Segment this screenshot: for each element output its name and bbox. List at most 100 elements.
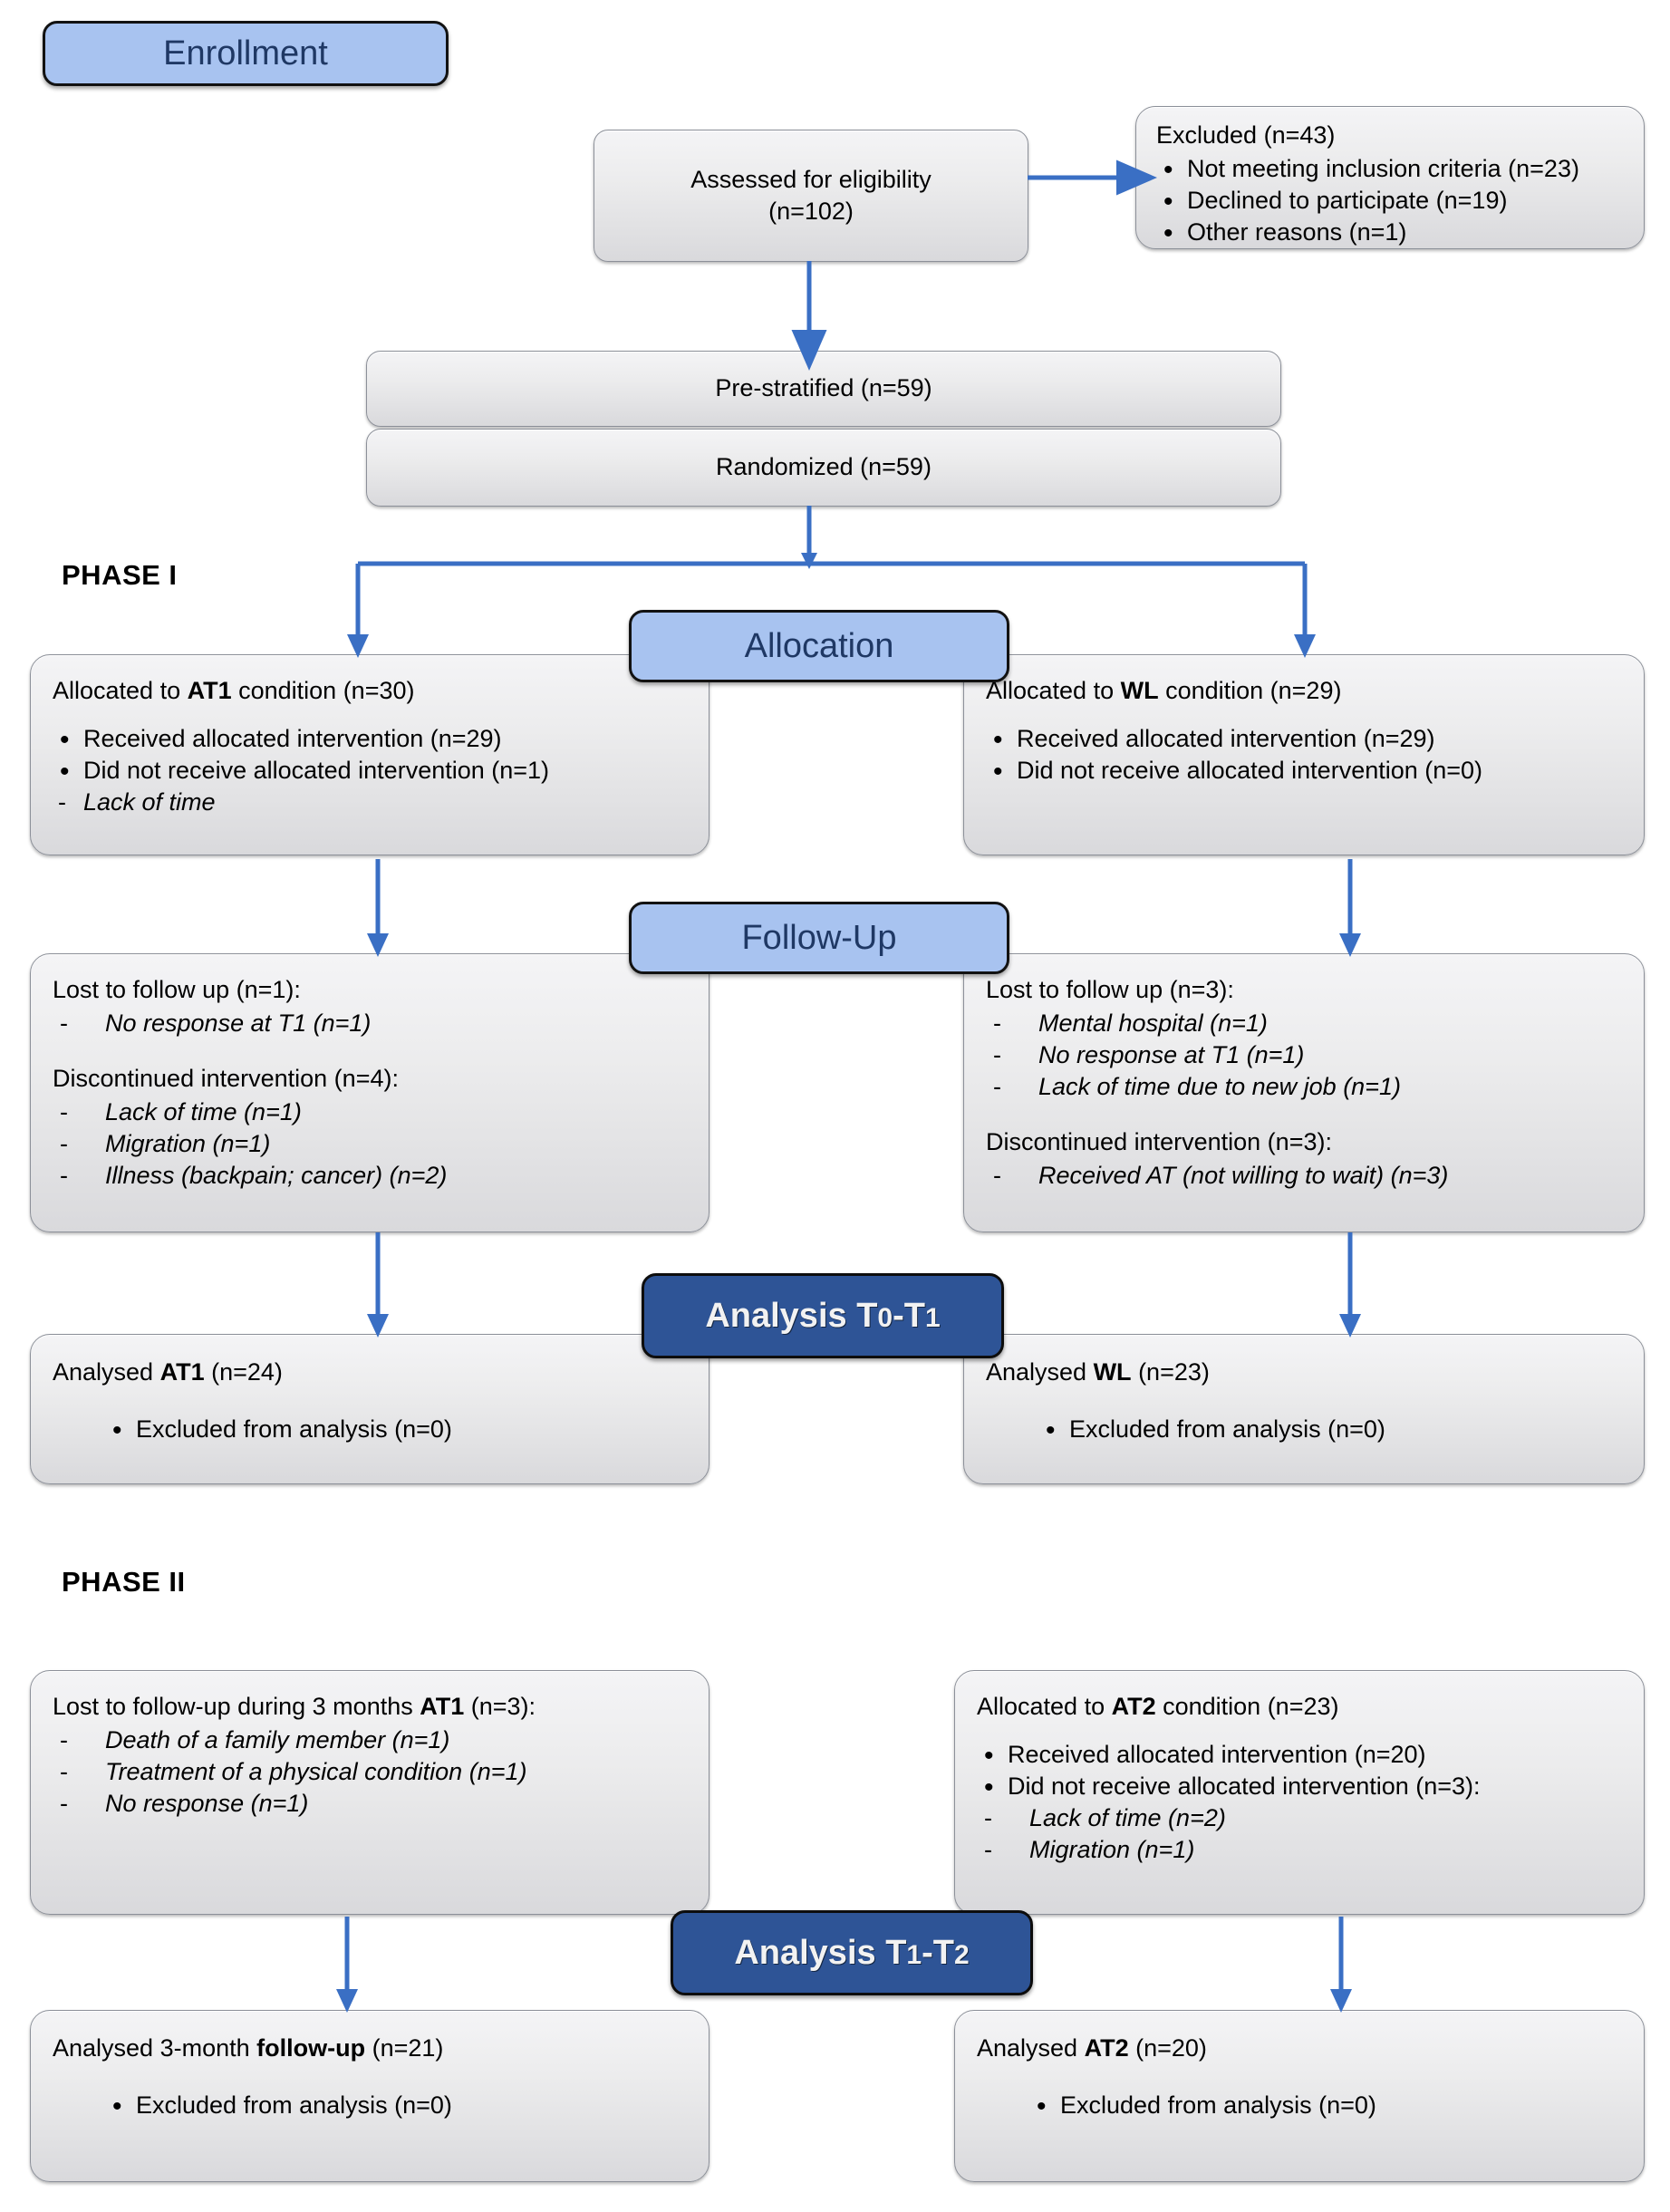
- pre-stratified-label: Pre-stratified (n=59): [715, 374, 932, 402]
- list-item: Mental hospital (n=1): [986, 1008, 1622, 1039]
- txt: condition (n=23): [1155, 1693, 1339, 1720]
- allocated-at1-dashes: Lack of time: [53, 787, 687, 818]
- banner-followup: Follow-Up: [629, 902, 1009, 974]
- followup-at1-disc-items: Lack of time (n=1) Migration (n=1) Illne…: [53, 1096, 687, 1192]
- node-analysed-wl: Analysed WL (n=23) Excluded from analysi…: [963, 1334, 1645, 1484]
- node-excluded: Excluded (n=43) Not meeting inclusion cr…: [1135, 106, 1645, 251]
- analysed-at2-bullets: Excluded from analysis (n=0): [977, 2089, 1622, 2124]
- excluded-list: Not meeting inclusion criteria (n=23) De…: [1156, 152, 1624, 251]
- txt: T: [856, 1296, 878, 1335]
- txt: (n=21): [365, 2034, 444, 2062]
- allocated-at1-header: Allocated to AT1 condition (n=30): [53, 675, 687, 707]
- allocated-at2-dashes: Lack of time (n=2) Migration (n=1): [977, 1802, 1622, 1866]
- list-item: Received AT (not willing to wait) (n=3): [986, 1160, 1622, 1192]
- txt: Analysed: [977, 2034, 1085, 2062]
- list-item: Migration (n=1): [977, 1834, 1622, 1866]
- txt-bold: WL: [1120, 677, 1159, 704]
- list-item: Excluded from analysis (n=0): [105, 2089, 687, 2124]
- txt: -T: [922, 1933, 954, 1972]
- txt: Analysed 3-month: [53, 2034, 257, 2062]
- txt: Analysis: [734, 1933, 876, 1972]
- list-item: Other reasons (n=1): [1156, 216, 1624, 251]
- list-item: Did not receive allocated intervention (…: [986, 754, 1622, 789]
- analysed-wl-bullets: Excluded from analysis (n=0): [986, 1413, 1622, 1448]
- txt: Analysed: [53, 1358, 160, 1386]
- txt-bold: AT1: [159, 1358, 205, 1386]
- list-item: Received allocated intervention (n=29): [53, 722, 687, 758]
- txt-bold: AT2: [1084, 2034, 1129, 2062]
- followup-wl-disc-items: Received AT (not willing to wait) (n=3): [986, 1160, 1622, 1192]
- txt-bold: AT1: [420, 1693, 465, 1720]
- node-assessed-for-eligibility: Assessed for eligibility (n=102): [594, 130, 1028, 262]
- txt: (n=23): [1131, 1358, 1210, 1386]
- assessed-line-1: Assessed for eligibility: [690, 165, 932, 193]
- followup-at1-lost-items: No response at T1 (n=1): [53, 1008, 687, 1039]
- txt: 1: [906, 1939, 922, 1970]
- allocated-at2-bullets: Received allocated intervention (n=20) D…: [977, 1738, 1622, 1805]
- phase-2-label: PHASE II: [62, 1566, 186, 1598]
- list-item: Did not receive allocated intervention (…: [977, 1770, 1622, 1805]
- allocated-at2-header: Allocated to AT2 condition (n=23): [977, 1691, 1622, 1723]
- node-followup-at1: Lost to follow up (n=1): No response at …: [30, 953, 710, 1232]
- banner-allocation: Allocation: [629, 610, 1009, 682]
- banner-enrollment: Enrollment: [43, 21, 449, 86]
- txt: 2: [953, 1939, 970, 1970]
- txt-bold: follow-up: [256, 2034, 366, 2062]
- list-item: No response at T1 (n=1): [986, 1039, 1622, 1071]
- followup-at1-disc-header: Discontinued intervention (n=4):: [53, 1065, 399, 1093]
- analysis-t1-t2-label: Analysis T1-T2: [734, 1934, 969, 1973]
- txt: Allocated to: [986, 677, 1121, 704]
- list-item: Excluded from analysis (n=0): [1029, 2089, 1622, 2124]
- node-followup-wl: Lost to follow up (n=3): Mental hospital…: [963, 953, 1645, 1232]
- list-item: No response at T1 (n=1): [53, 1008, 687, 1039]
- followup-wl-lost-items: Mental hospital (n=1) No response at T1 …: [986, 1008, 1622, 1103]
- allocated-at1-bullets: Received allocated intervention (n=29) D…: [53, 722, 687, 789]
- txt: Allocated to: [53, 677, 188, 704]
- list-item: Received allocated intervention (n=29): [986, 722, 1622, 758]
- txt: T: [885, 1933, 907, 1972]
- txt-bold: AT2: [1111, 1693, 1156, 1720]
- txt: 0: [877, 1302, 893, 1333]
- node-allocated-at1: Allocated to AT1 condition (n=30) Receiv…: [30, 654, 710, 855]
- analysis-t0-t1-label: Analysis T0-T1: [705, 1297, 940, 1336]
- list-item: Received allocated intervention (n=20): [977, 1738, 1622, 1773]
- txt: (n=3):: [464, 1693, 536, 1720]
- node-allocated-wl: Allocated to WL condition (n=29) Receive…: [963, 654, 1645, 855]
- analysed-at2-header: Analysed AT2 (n=20): [977, 2033, 1622, 2064]
- followup-wl-lost-header: Lost to follow up (n=3):: [986, 976, 1234, 1003]
- list-item: Excluded from analysis (n=0): [1038, 1413, 1622, 1448]
- phase-1-label: PHASE I: [62, 559, 178, 591]
- node-analysed-at2: Analysed AT2 (n=20) Excluded from analys…: [954, 2010, 1645, 2182]
- list-item: Migration (n=1): [53, 1128, 687, 1160]
- followup-wl-disc-header: Discontinued intervention (n=3):: [986, 1128, 1332, 1156]
- node-analysed-at1: Analysed AT1 (n=24) Excluded from analys…: [30, 1334, 710, 1484]
- analysed-3month-bullets: Excluded from analysis (n=0): [53, 2089, 687, 2124]
- excluded-header: Excluded (n=43): [1156, 121, 1336, 149]
- analysed-at1-header: Analysed AT1 (n=24): [53, 1357, 687, 1388]
- list-item: Lack of time (n=2): [977, 1802, 1622, 1834]
- lost-3month-header: Lost to follow-up during 3 months AT1 (n…: [53, 1691, 687, 1723]
- list-item: Death of a family member (n=1): [53, 1724, 687, 1756]
- node-analysed-3month-followup: Analysed 3-month follow-up (n=21) Exclud…: [30, 2010, 710, 2182]
- node-lost-3month-at1: Lost to follow-up during 3 months AT1 (n…: [30, 1670, 710, 1915]
- node-allocated-at2: Allocated to AT2 condition (n=23) Receiv…: [954, 1670, 1645, 1915]
- txt: Lost to follow-up during 3 months: [53, 1693, 420, 1720]
- allocated-wl-bullets: Received allocated intervention (n=29) D…: [986, 722, 1622, 789]
- txt: Analysis: [705, 1296, 847, 1335]
- txt: Allocated to: [977, 1693, 1112, 1720]
- txt: (n=24): [204, 1358, 283, 1386]
- txt-bold: WL: [1093, 1358, 1132, 1386]
- list-item: Excluded from analysis (n=0): [105, 1413, 687, 1448]
- analysed-wl-header: Analysed WL (n=23): [986, 1357, 1622, 1388]
- txt: (n=20): [1128, 2034, 1207, 2062]
- node-randomized: Randomized (n=59): [366, 429, 1281, 507]
- txt: -T: [893, 1296, 925, 1335]
- txt: condition (n=29): [1158, 677, 1342, 704]
- list-item: Declined to participate (n=19): [1156, 184, 1624, 219]
- list-item: Not meeting inclusion criteria (n=23): [1156, 152, 1624, 188]
- list-item: Lack of time: [53, 787, 687, 818]
- txt: condition (n=30): [231, 677, 415, 704]
- analysed-3month-header: Analysed 3-month follow-up (n=21): [53, 2033, 687, 2064]
